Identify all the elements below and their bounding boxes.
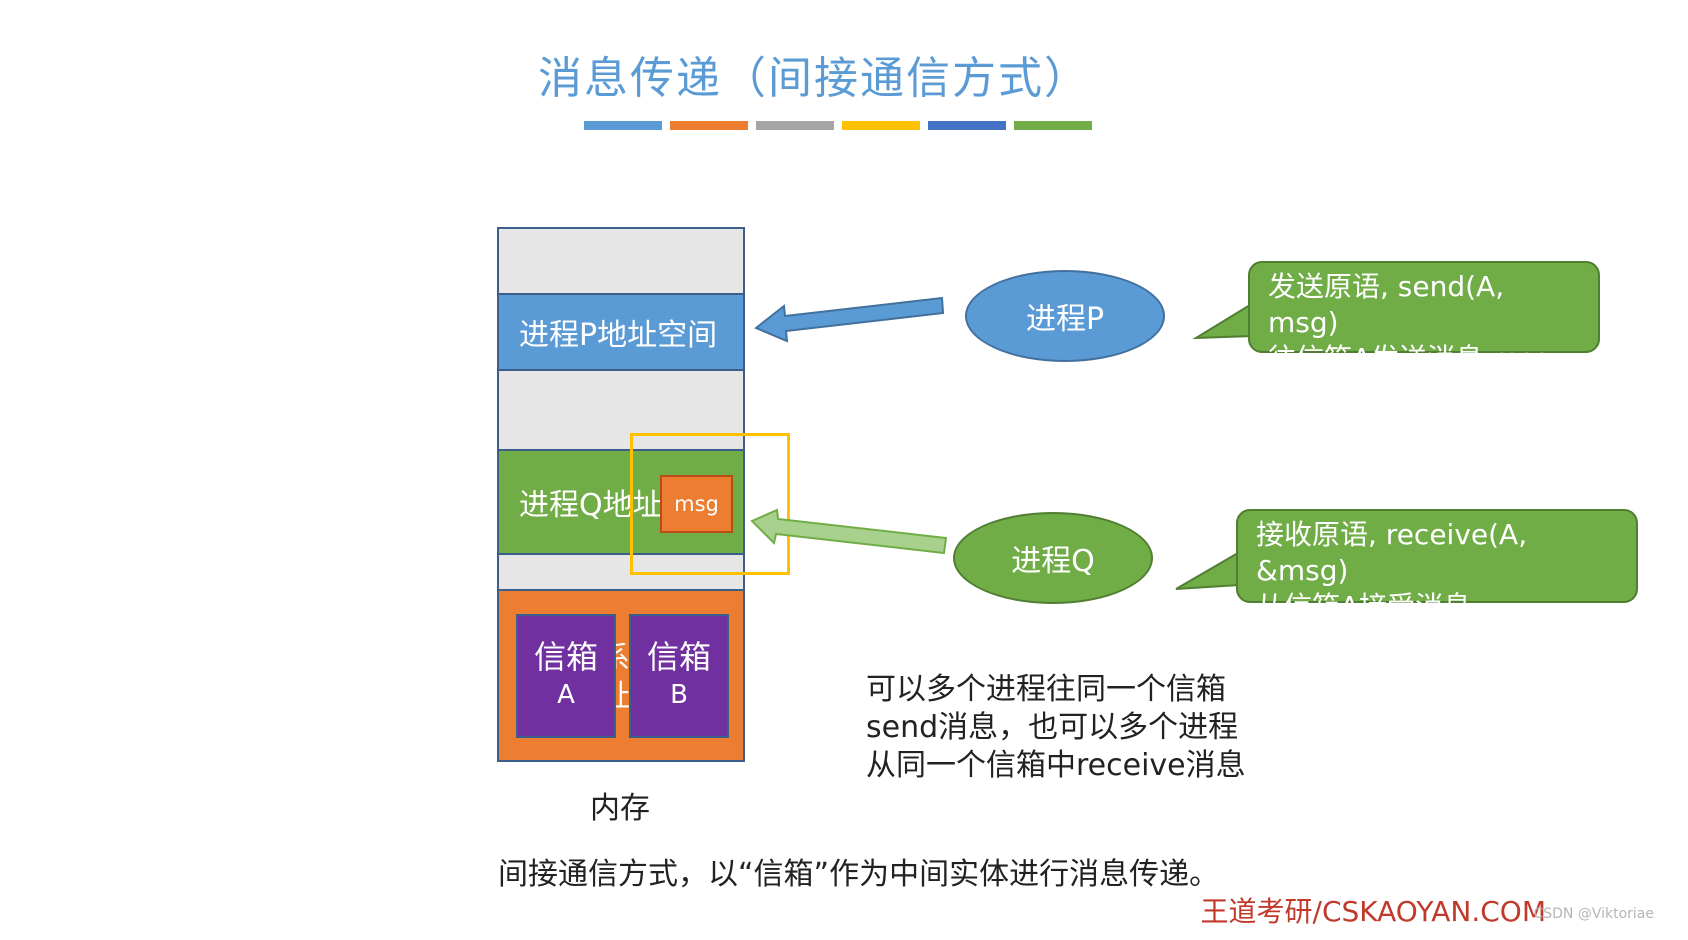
mailbox-b-letter: B xyxy=(670,680,688,710)
brand-text: 王道考研/CSKAOYAN.COM xyxy=(1200,895,1546,928)
memory-caption: 内存 xyxy=(590,791,650,826)
process-q-address-space: 进程Q地址 xyxy=(497,449,745,555)
process-p-address-space: 进程P地址空间 xyxy=(497,293,745,371)
title-bar-blue xyxy=(584,121,662,130)
multi-process-note: 可以多个进程往同一个信箱 send消息，也可以多个进程 从同一个信箱中recei… xyxy=(866,671,1246,785)
msg-highlight-frame xyxy=(630,433,790,575)
note-line1: 可以多个进程往同一个信箱 xyxy=(866,672,1226,707)
title-bar-yellow xyxy=(842,121,920,130)
note-line2: send消息，也可以多个进程 xyxy=(866,710,1239,745)
receive-callout-line1: 接收原语, receive(A, &msg) xyxy=(1256,518,1528,587)
mailbox-a-letter: A xyxy=(557,680,575,710)
page-title: 消息传递（间接通信方式） xyxy=(538,53,1090,104)
mailbox-a: 信箱 A xyxy=(516,614,616,738)
send-primitive-callout: 发送原语, send(A, msg) 往信箱A发送消息 msg xyxy=(1248,261,1600,375)
footer-summary: 间接通信方式，以“信箱”作为中间实体进行消息传递。 xyxy=(498,857,1220,892)
process-q-node: 进程Q xyxy=(953,512,1153,604)
callout-p-tail xyxy=(1192,303,1254,340)
mailbox-a-title: 信箱 xyxy=(533,638,598,676)
arrow-p-to-memory xyxy=(754,296,945,343)
title-bar-gray xyxy=(756,121,834,130)
msg-box: msg xyxy=(660,475,733,533)
send-callout-line1: 发送原语, send(A, msg) xyxy=(1268,270,1505,339)
receive-callout-line2: 从信箱A接受消息 xyxy=(1256,590,1472,623)
send-callout-line2: 往信箱A发送消息 msg xyxy=(1268,342,1552,375)
title-bar-orange xyxy=(670,121,748,130)
callout-q-tail xyxy=(1175,551,1242,590)
watermark: CSDN @Viktoriae xyxy=(1533,906,1654,922)
note-line3: 从同一个信箱中receive消息 xyxy=(866,748,1246,783)
process-p-node: 进程P xyxy=(965,270,1165,362)
title-bar-green xyxy=(1014,121,1092,130)
mailbox-b-title: 信箱 xyxy=(646,638,711,676)
mailbox-b: 信箱 B xyxy=(629,614,729,738)
title-bar-darkblue xyxy=(928,121,1006,130)
receive-primitive-callout: 接收原语, receive(A, &msg) 从信箱A接受消息 xyxy=(1236,509,1638,623)
